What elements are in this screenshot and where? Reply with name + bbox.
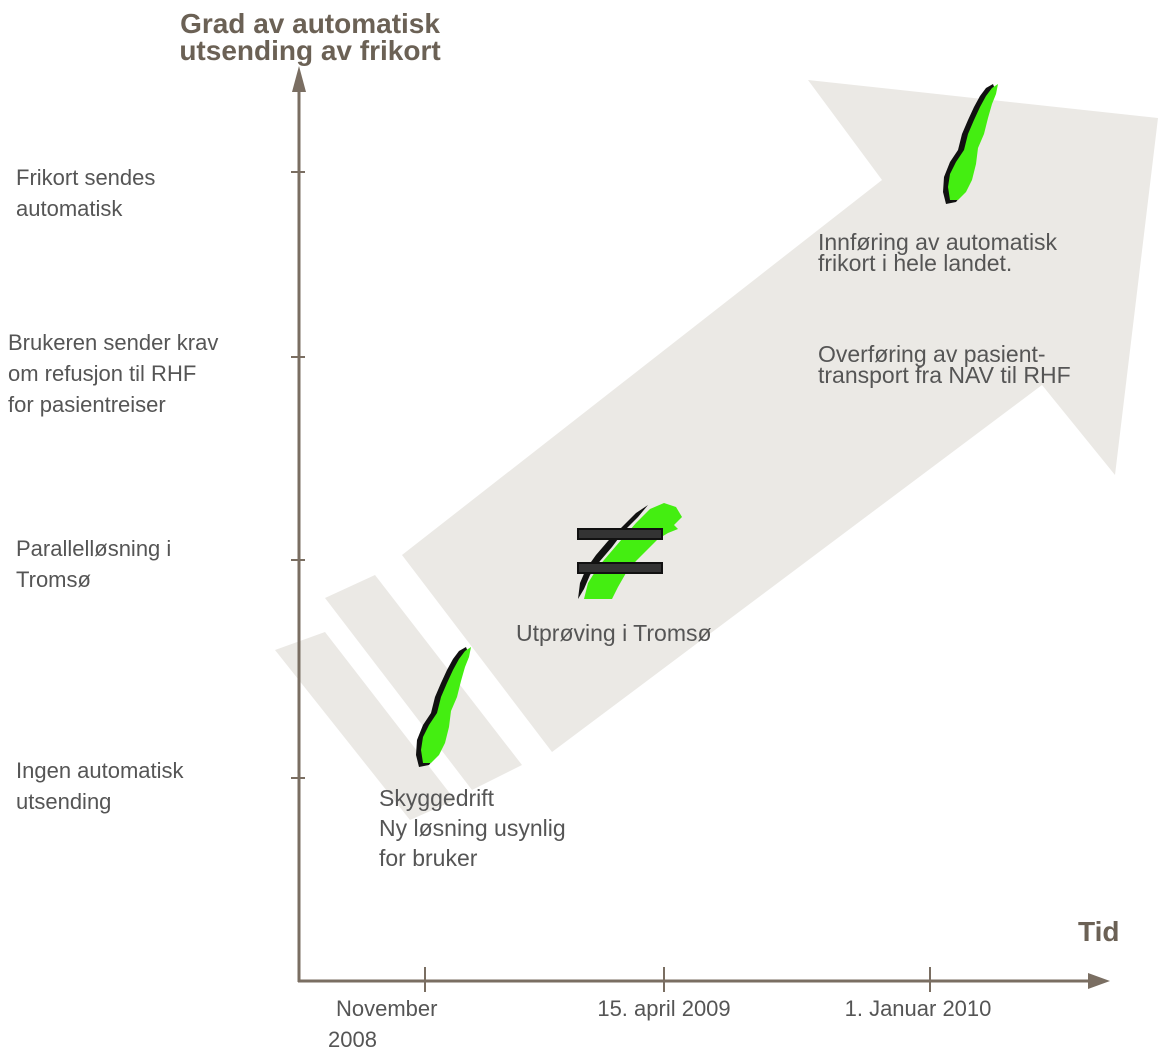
y-axis-title-line2: utsending av frikort [179,35,441,66]
stage-national: Innføring av automatisk frikort i hele l… [818,229,1058,276]
stage-national-line2: frikort i hele landet. [818,250,1013,276]
y-axis-title-line1: Grad av automatisk [180,8,440,39]
y-axis-title: Grad av automatisk utsending av frikort [150,8,470,66]
y-axis-arrowhead [292,66,306,92]
y-level-3: Parallelløsning i Tromsø [16,533,171,595]
tromso-map-icon [578,503,682,599]
x-tick-label-3: 1. Januar 2010 [844,996,992,1021]
y-level-1-line1: Frikort sendes [16,165,156,190]
stage-national-line1: Innføring av automatisk [818,229,1058,255]
y-level-2-line3: for pasientreiser [8,392,166,417]
stage-transfer-line2: transport fra NAV til RHF [818,362,1071,388]
y-level-2-line2: om refusjon til RHF [8,361,197,386]
stage-transfer: Overføring av pasient- transport fra NAV… [818,341,1071,388]
x-tick-label-1-line2: 2008 [328,1027,377,1052]
stage-shadow-line1: Skyggedrift [379,785,495,811]
stage-shadow-line2: Ny løsning usynlig [379,815,566,841]
y-level-3-line1: Parallelløsning i [16,536,172,561]
y-level-4: Ingen automatisk utsending [16,755,184,817]
equals-icon [577,528,663,574]
arrow-stripe-1 [275,632,455,820]
y-level-4-line1: Ingen automatisk [16,758,184,783]
x-axis-title: Tid [1078,916,1120,947]
y-level-2-line1: Brukeren sender krav [8,330,219,355]
arrow-stripe-2 [325,575,522,790]
norway-map-icon [943,84,998,204]
stage-pilot: Utprøving i Tromsø [516,620,712,646]
x-axis-arrowhead [1088,973,1110,989]
y-level-2: Brukeren sender krav om refusjon til RHF… [8,327,218,420]
x-tick-label-2: 15. april 2009 [597,996,731,1021]
stage-transfer-line1: Overføring av pasient- [818,341,1046,367]
progress-arrow [402,80,1158,752]
y-level-1: Frikort sendes automatisk [16,162,155,224]
y-level-4-line2: utsending [16,789,112,814]
y-level-3-line2: Tromsø [16,567,91,592]
y-level-1-line2: automatisk [16,196,123,221]
x-tick-label-1: November 2008 [328,993,437,1055]
stage-shadow-line3: for bruker [379,845,478,871]
x-tick-label-1-line1: November [336,996,438,1021]
norway-map-icon [416,647,471,767]
stage-shadow: Skyggedrift Ny løsning usynlig for bruke… [379,783,566,873]
